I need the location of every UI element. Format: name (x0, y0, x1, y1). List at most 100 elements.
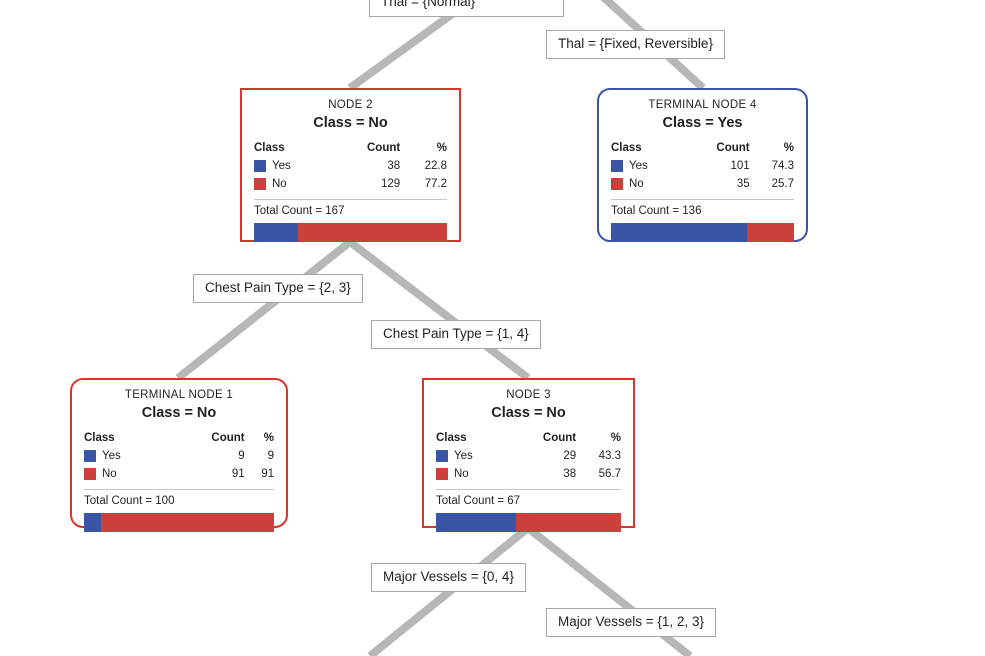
distribution-bar (436, 513, 621, 532)
node-title: NODE 2 (328, 99, 373, 111)
swatch-no-icon (84, 468, 96, 480)
tree-node-terminal1[interactable]: TERMINAL NODE 1 Class = No Class Count %… (70, 378, 288, 532)
node-title: TERMINAL NODE 1 (124, 389, 234, 401)
edge-label-split-chest-pain-1-4[interactable]: Chest Pain Type = {1, 4} (371, 320, 541, 349)
total-count-label: Total Count = 67 (436, 489, 621, 509)
edge-label-text: Thal = {Normal} (381, 0, 476, 9)
node-class-label: Class = No (313, 115, 388, 131)
row-count: 129 (381, 178, 401, 190)
table-header-row: Class Count % (84, 431, 274, 448)
row-pct: 43.3 (598, 450, 621, 462)
node-class-label: Class = No (141, 405, 217, 421)
class-distribution-table: Class Count % Yes 38 22.8 No (254, 141, 447, 194)
column-header-pct: % (263, 432, 274, 444)
distribution-bar (254, 223, 447, 242)
edge-label-text: Chest Pain Type = {2, 3} (205, 280, 351, 295)
distribution-bar-yes (84, 513, 102, 532)
class-distribution-table: Class Count % Yes 101 74.3 No (611, 141, 794, 194)
row-label: No (629, 178, 644, 190)
edge-label-split-major-vessels-0-4[interactable]: Major Vessels = {0, 4} (371, 563, 526, 592)
distribution-bar-no (101, 513, 274, 532)
row-count: 38 (387, 160, 401, 172)
swatch-yes-icon (436, 450, 448, 462)
table-row: Yes 9 9 (84, 448, 274, 466)
swatch-no-icon (611, 178, 623, 190)
tree-node-terminal4[interactable]: TERMINAL NODE 4 Class = Yes Class Count … (597, 88, 808, 242)
edge-label-split-thal-fixed-reversible[interactable]: Thal = {Fixed, Reversible} (546, 30, 725, 59)
node-title: TERMINAL NODE 4 (648, 99, 757, 111)
column-header-class: Class (84, 432, 115, 444)
distribution-bar-yes (436, 513, 517, 532)
row-count: 38 (563, 468, 577, 480)
edge-label-split-major-vessels-1-2-3[interactable]: Major Vessels = {1, 2, 3} (546, 608, 716, 637)
edge-node3-to-left-child (367, 524, 531, 656)
row-label: No (102, 468, 117, 480)
table-row: Yes 38 22.8 (254, 158, 447, 176)
distribution-bar-yes (611, 223, 747, 242)
swatch-no-icon (254, 178, 266, 190)
distribution-bar-no (746, 223, 794, 242)
row-label: Yes (629, 160, 648, 172)
column-header-class: Class (436, 432, 467, 444)
table-row: Yes 101 74.3 (611, 158, 794, 176)
total-count-label: Total Count = 136 (611, 199, 794, 219)
swatch-no-icon (436, 468, 448, 480)
table-row: No 38 56.7 (436, 466, 621, 484)
edge-label-text: Thal = {Fixed, Reversible} (558, 36, 713, 51)
table-row: No 35 25.7 (611, 176, 794, 194)
column-header-count: Count (211, 432, 245, 444)
swatch-yes-icon (84, 450, 96, 462)
class-distribution-table: Class Count % Yes 29 43.3 No (436, 431, 621, 484)
column-header-class: Class (254, 142, 285, 154)
row-pct: 91 (261, 468, 274, 480)
node-class-label: Class = Yes (662, 115, 743, 131)
total-count-label: Total Count = 100 (84, 489, 274, 509)
tree-node-node2[interactable]: NODE 2 Class = No Class Count % Yes 38 2… (240, 88, 461, 242)
row-count: 29 (563, 450, 577, 462)
distribution-bar-no (298, 223, 447, 242)
class-distribution-table: Class Count % Yes 9 9 No (84, 431, 274, 484)
distribution-bar (84, 513, 274, 532)
row-label: No (272, 178, 287, 190)
distribution-bar (611, 223, 794, 242)
row-label: Yes (454, 450, 473, 462)
edge-label-text: Major Vessels = {1, 2, 3} (558, 614, 704, 629)
row-pct: 77.2 (424, 178, 447, 190)
edge-label-split-root[interactable]: Thal = {Normal} (369, 0, 564, 17)
table-header-row: Class Count % (254, 141, 447, 158)
row-pct: 74.3 (771, 160, 794, 172)
edge-label-text: Chest Pain Type = {1, 4} (383, 326, 529, 341)
column-header-count: Count (716, 142, 750, 154)
table-row: No 91 91 (84, 466, 274, 484)
column-header-class: Class (611, 142, 642, 154)
tree-node-node3[interactable]: NODE 3 Class = No Class Count % Yes 29 4… (422, 378, 635, 532)
swatch-yes-icon (254, 160, 266, 172)
column-header-pct: % (783, 142, 794, 154)
edge-label-text: Major Vessels = {0, 4} (383, 569, 514, 584)
total-count-label: Total Count = 167 (254, 199, 447, 219)
edge-label-split-chest-pain-2-3[interactable]: Chest Pain Type = {2, 3} (193, 274, 363, 303)
column-header-pct: % (610, 432, 621, 444)
row-label: Yes (102, 450, 121, 462)
table-header-row: Class Count % (436, 431, 621, 448)
node-class-label: Class = No (491, 405, 566, 421)
node-title: NODE 3 (506, 389, 551, 401)
row-label: Yes (272, 160, 291, 172)
edge-node2-to-node3 (347, 238, 531, 382)
row-pct: 25.7 (771, 178, 794, 190)
column-header-count: Count (366, 142, 401, 154)
row-count: 35 (736, 178, 750, 190)
table-row: No 129 77.2 (254, 176, 447, 194)
row-pct: 9 (267, 450, 274, 462)
column-header-count: Count (542, 432, 577, 444)
row-count: 101 (730, 160, 750, 172)
row-label: No (454, 468, 469, 480)
edge-node2-to-terminal1 (175, 238, 353, 382)
row-count: 9 (238, 450, 245, 462)
row-pct: 22.8 (424, 160, 447, 172)
row-count: 91 (231, 468, 245, 480)
distribution-bar-yes (254, 223, 298, 242)
column-header-pct: % (436, 142, 447, 154)
